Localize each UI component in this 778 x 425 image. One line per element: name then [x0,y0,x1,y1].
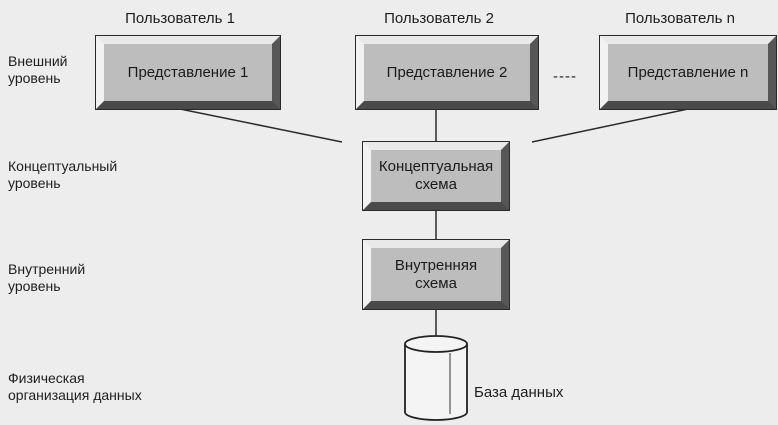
view-label-2: Представление 2 [386,63,508,81]
views-ellipsis: ---- [553,68,577,85]
level-label-internal: Внутренний уровень [8,261,86,294]
database-cylinder-icon [404,335,468,421]
level-label-physical: Физическая организация данных [8,370,142,403]
user-label-2: Пользователь 2 [384,10,494,27]
database-label: База данных [474,384,564,401]
internal-schema-label: Внутренняя схема [394,256,478,292]
level-label-external: Внешний уровень [8,53,68,86]
view-box-1: Представление 1 [96,36,280,109]
view-label-n: Представление n [627,63,749,81]
level-label-conceptual: Концептуальный уровень [8,158,118,191]
conceptual-schema-label: Концептуальная схема [378,158,494,193]
internal-schema-box: Внутренняя схема [363,240,509,309]
connector-view1-to-conceptual [179,108,343,143]
conceptual-schema-box: Концептуальная схема [363,142,509,210]
view-box-n: Представление n [600,36,776,109]
user-label-1: Пользователь 1 [125,10,235,27]
user-label-n: Пользователь n [625,10,735,27]
view-box-2: Представление 2 [356,36,538,109]
connector-viewn-to-conceptual [531,108,689,143]
view-label-1: Представление 1 [127,63,249,81]
